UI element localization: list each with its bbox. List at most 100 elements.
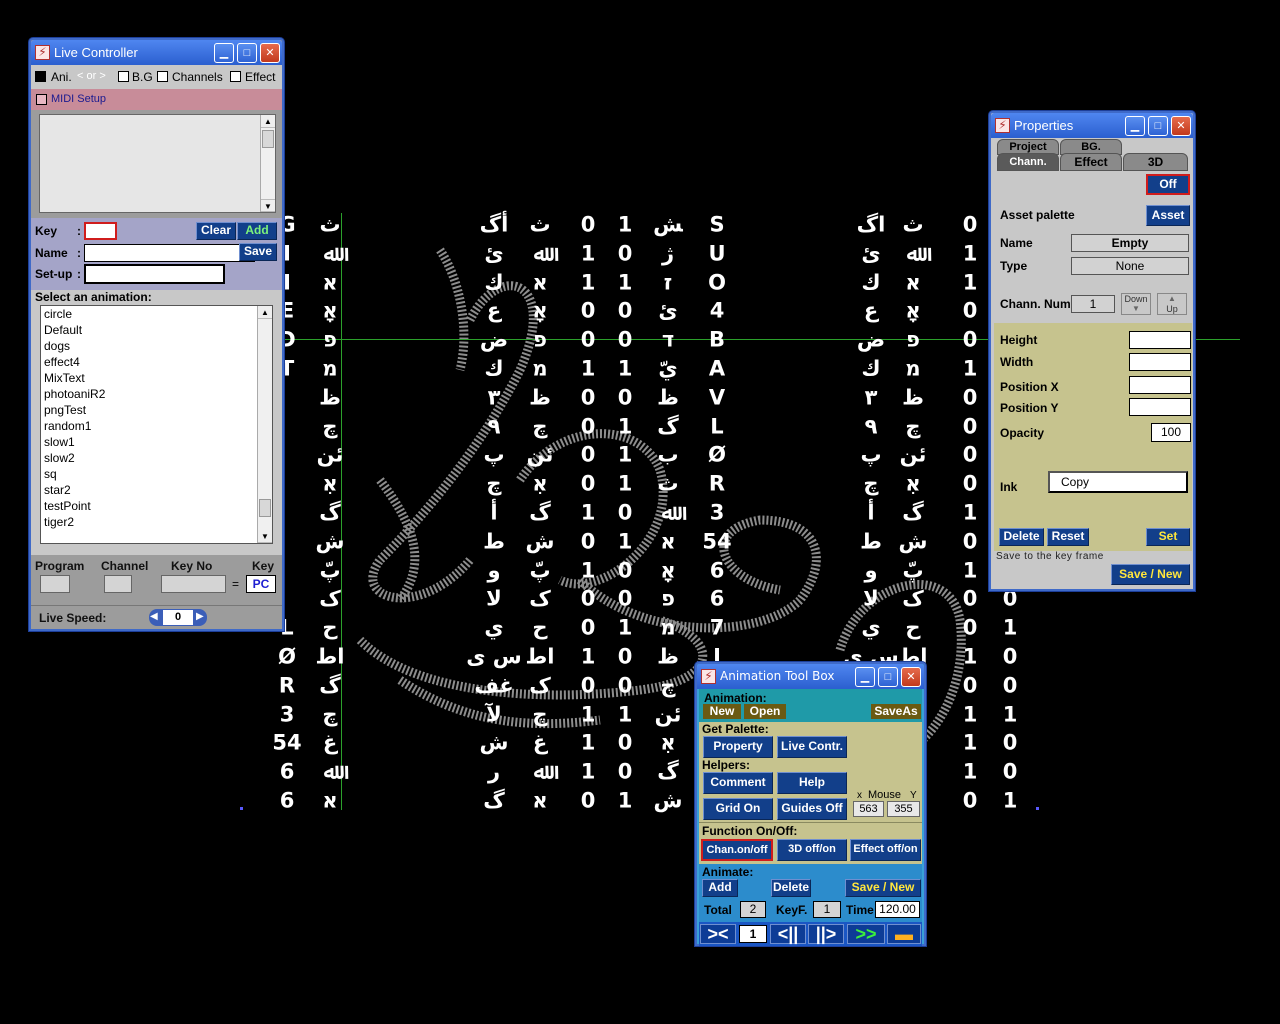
effect-checkbox[interactable] [230, 71, 241, 82]
animation-list-item[interactable]: photoaniR2 [44, 387, 106, 401]
midi-setup-checkbox[interactable] [36, 94, 47, 105]
key-input[interactable] [84, 222, 117, 240]
minimize-button[interactable]: ▁ [214, 43, 234, 63]
decrease-arrow-icon[interactable]: ◀ [150, 611, 158, 622]
maximize-button[interactable]: □ [878, 667, 898, 687]
midi-setup-label[interactable]: MIDI Setup [51, 93, 107, 105]
current-frame-input[interactable]: 1 [739, 925, 767, 943]
chan-onoff-button[interactable]: Chan.on/off [701, 839, 773, 861]
close-button[interactable]: ✕ [1171, 116, 1191, 136]
scroll-thumb[interactable] [262, 130, 274, 148]
prev-frame-button[interactable]: <|| [770, 924, 806, 944]
chann-num-value[interactable]: 1 [1071, 295, 1115, 313]
scroll-up-icon[interactable]: ▲ [258, 306, 272, 319]
set-button[interactable]: Set [1146, 528, 1190, 546]
ani-checkbox[interactable] [35, 71, 46, 82]
chann-down-button[interactable]: Down ▼ [1121, 293, 1151, 315]
animation-list-scrollbar[interactable]: ▲ ▼ [257, 306, 272, 543]
animation-list-item[interactable]: MixText [44, 371, 85, 385]
direction-label[interactable]: < or > [77, 70, 106, 82]
save-new-keyframe-button[interactable]: Save / New [845, 879, 921, 897]
name-input[interactable] [84, 244, 255, 262]
grid-on-button[interactable]: Grid On [703, 798, 773, 820]
animation-list-item[interactable]: circle [44, 307, 73, 321]
time-input[interactable]: 120.00 [875, 901, 920, 918]
increase-arrow-icon[interactable]: ▶ [196, 611, 204, 622]
new-button[interactable]: New [703, 704, 741, 719]
title-bar[interactable]: ⚡ Properties ▁ □ ✕ [991, 113, 1193, 138]
open-button[interactable]: Open [744, 704, 786, 719]
animation-list-item[interactable]: star2 [44, 483, 71, 497]
clear-button[interactable]: Clear [196, 222, 236, 240]
animation-list-item[interactable]: sq [44, 467, 57, 481]
effect-offon-button[interactable]: Effect off/on [850, 839, 921, 861]
close-button[interactable]: ✕ [901, 667, 921, 687]
animation-list-item[interactable]: pngTest [44, 403, 87, 417]
guides-off-button[interactable]: Guides Off [777, 798, 847, 820]
asset-button[interactable]: Asset [1146, 205, 1190, 226]
program-field[interactable] [40, 575, 70, 593]
tab-bg[interactable]: BG. [1060, 139, 1122, 155]
position-y-input[interactable] [1129, 398, 1191, 416]
title-bar[interactable]: ⚡ Live Controller ▁ □ ✕ [31, 40, 282, 65]
channels-checkbox[interactable] [157, 71, 168, 82]
minimize-button[interactable]: ▁ [855, 667, 875, 687]
height-input[interactable] [1129, 331, 1191, 349]
tab-3d[interactable]: 3D [1123, 153, 1188, 171]
animation-list-item[interactable]: dogs [44, 339, 71, 353]
animation-list-item[interactable]: tiger2 [44, 515, 75, 529]
comment-button[interactable]: Comment [703, 772, 773, 794]
midi-log-scrollbar[interactable]: ▲ ▼ [260, 115, 275, 212]
scroll-up-icon[interactable]: ▲ [261, 115, 275, 128]
position-x-input[interactable] [1129, 376, 1191, 394]
help-button[interactable]: Help [777, 772, 847, 794]
property-button[interactable]: Property [703, 736, 773, 758]
animation-list-item[interactable]: effect4 [44, 355, 80, 369]
add-button[interactable]: Add [237, 222, 277, 240]
keyf-value[interactable]: 1 [813, 901, 841, 918]
width-input[interactable] [1129, 353, 1191, 371]
name-value[interactable]: Empty [1071, 234, 1189, 252]
tab-effect[interactable]: Effect [1060, 153, 1122, 171]
3d-offon-button[interactable]: 3D off/on [777, 839, 847, 861]
bg-checkbox[interactable] [118, 71, 129, 82]
midi-log-textarea[interactable]: ▲ ▼ [39, 114, 276, 213]
saveas-button[interactable]: SaveAs [871, 704, 921, 719]
stop-button[interactable]: ▬ [887, 924, 921, 944]
live-contr-button[interactable]: Live Contr. [777, 736, 847, 758]
keyno-field[interactable] [161, 575, 226, 593]
delete-keyframe-button[interactable]: Delete [771, 879, 811, 897]
animation-list-item[interactable]: random1 [44, 419, 92, 433]
type-value[interactable]: None [1071, 257, 1189, 275]
title-bar[interactable]: ⚡ Animation Tool Box ▁ □ ✕ [697, 664, 924, 689]
next-frame-button[interactable]: ||> [808, 924, 844, 944]
add-keyframe-button[interactable]: Add [702, 879, 738, 897]
delete-button[interactable]: Delete [999, 528, 1044, 546]
opacity-input[interactable]: 100 [1151, 423, 1191, 442]
scroll-down-icon[interactable]: ▼ [261, 199, 275, 212]
minimize-button[interactable]: ▁ [1125, 116, 1145, 136]
close-button[interactable]: ✕ [260, 43, 280, 63]
maximize-button[interactable]: □ [1148, 116, 1168, 136]
reset-button[interactable]: Reset [1047, 528, 1089, 546]
live-speed-stepper[interactable]: ◀ 0 ▶ [149, 609, 207, 626]
pc-key-field[interactable]: PC [246, 575, 276, 593]
off-toggle-button[interactable]: Off [1146, 174, 1190, 195]
tab-chann[interactable]: Chann. [997, 153, 1059, 171]
maximize-button[interactable]: □ [237, 43, 257, 63]
ink-select[interactable]: Copy [1048, 471, 1188, 493]
animation-list-item[interactable]: slow1 [44, 435, 75, 449]
scroll-down-icon[interactable]: ▼ [258, 530, 272, 543]
play-button[interactable]: >> [847, 924, 885, 944]
animation-list-item[interactable]: testPoint [44, 499, 91, 513]
channel-field[interactable] [104, 575, 132, 593]
rewind-button[interactable]: >< [700, 924, 736, 944]
animation-list-item[interactable]: Default [44, 323, 83, 337]
setup-input[interactable] [84, 264, 225, 284]
scroll-thumb[interactable] [259, 499, 271, 517]
save-button[interactable]: Save [239, 243, 277, 261]
animation-list-item[interactable]: slow2 [44, 451, 75, 465]
chann-up-button[interactable]: ▲ Up [1157, 293, 1187, 315]
save-new-button[interactable]: Save / New [1111, 564, 1190, 585]
